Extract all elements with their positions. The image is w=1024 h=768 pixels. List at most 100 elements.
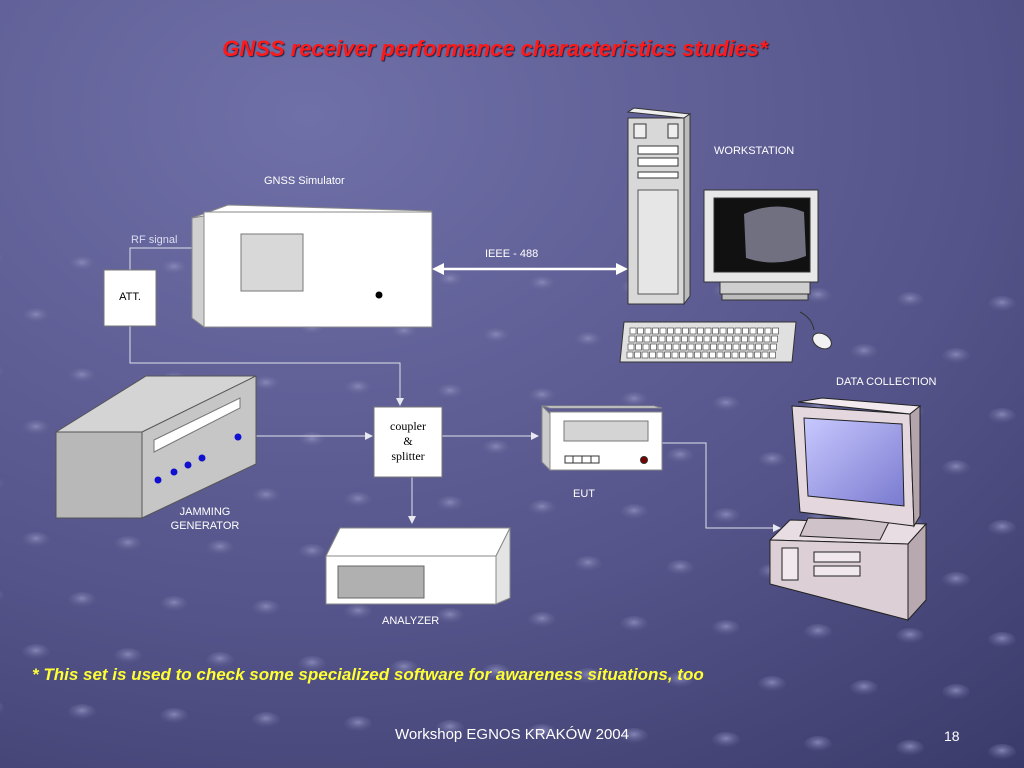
background-dot [68, 368, 96, 384]
keyboard-key [641, 351, 649, 359]
keyboard-key [626, 351, 634, 359]
keyboard-key [628, 335, 636, 343]
keyboard-key [696, 335, 703, 343]
keyboard-key [772, 327, 779, 335]
keyboard-key [643, 335, 651, 343]
background-dot [988, 408, 1016, 424]
keyboard-key [719, 327, 727, 335]
keyboard-key [656, 351, 664, 359]
keyboard-key [757, 327, 764, 335]
keyboard-key [695, 343, 702, 351]
keyboard-key [761, 351, 769, 359]
keyboard-key [702, 343, 710, 351]
keyboard-key [664, 351, 671, 359]
background-dot [160, 596, 188, 612]
keyboard-key [703, 335, 711, 343]
keyboard-key [667, 327, 674, 335]
att-label: ATT. [119, 291, 141, 303]
background-dot [252, 712, 280, 728]
background-dot [896, 740, 924, 756]
keyboard-key [769, 351, 776, 359]
background-dot [0, 366, 4, 378]
coupler-label-line2: & [403, 434, 413, 448]
keyboard-key [724, 351, 731, 359]
background-dot [988, 632, 1016, 648]
background-dot [344, 380, 372, 396]
keyboard-key [658, 335, 666, 343]
keyboard-key [694, 351, 701, 359]
keyboard-key [682, 327, 689, 335]
keyboard-key [746, 351, 754, 359]
background-dot [528, 388, 556, 404]
keyboard-key [725, 343, 732, 351]
background-dot [390, 324, 418, 340]
page-number: 18 [944, 728, 960, 744]
background-dot [850, 680, 878, 696]
keyboard-key [650, 343, 657, 351]
background-dot [942, 684, 970, 700]
ieee-488-link [432, 263, 628, 275]
background-dot [482, 664, 510, 680]
background-dot [712, 732, 740, 748]
keyboard-key [756, 335, 763, 343]
background-dot [22, 420, 50, 436]
keyboard-key [642, 343, 650, 351]
background-dot [804, 736, 832, 752]
background-dot [528, 612, 556, 628]
background-dot [0, 590, 4, 602]
keyboard-key [637, 327, 644, 335]
analyzer-label: ANALYZER [382, 615, 440, 627]
background-dot [482, 328, 510, 344]
jamming-generator-label: JAMMING GENERATOR [150, 505, 260, 533]
keyboard-key [697, 327, 704, 335]
keyboard-key [727, 327, 734, 335]
background-dot [68, 256, 96, 272]
keyboard-key [763, 335, 771, 343]
keyboard-key [762, 343, 770, 351]
keyboard-key [740, 343, 747, 351]
background-dot [482, 440, 510, 456]
background-dot [114, 536, 142, 552]
keyboard-key [635, 343, 642, 351]
background-dot [160, 260, 188, 276]
keyboard-key [634, 351, 641, 359]
background-dot [206, 540, 234, 556]
background-dot [206, 652, 234, 668]
keyboard-key [764, 327, 772, 335]
background-dot [436, 720, 464, 736]
background-dot [68, 704, 96, 720]
background-dot [528, 276, 556, 292]
background-dot [574, 332, 602, 348]
background-dot [988, 296, 1016, 312]
background-dot [528, 724, 556, 740]
background-dot [436, 272, 464, 288]
keyboard-key [755, 343, 762, 351]
background-dot [620, 504, 648, 520]
keyboard-key [681, 335, 688, 343]
keyboard-key [652, 327, 659, 335]
rf-signal-label: RF signal [131, 234, 178, 246]
coupler-label-line3: splitter [391, 449, 425, 463]
background-dot [666, 672, 694, 688]
background-dot [942, 348, 970, 364]
background-dot [712, 508, 740, 524]
background-dot [574, 556, 602, 572]
background-dot [22, 644, 50, 660]
background-dot-pattern [0, 254, 1016, 760]
keyboard-key [704, 327, 712, 335]
keyboard-key [688, 335, 696, 343]
footer-text: Workshop EGNOS KRAKÓW 2004 [395, 726, 629, 743]
keyboard-key [718, 335, 726, 343]
background-dot [390, 660, 418, 676]
keyboard-key [771, 335, 778, 343]
keyboard-key [679, 351, 686, 359]
background-dot [252, 376, 280, 392]
data-collection-computer-icon [768, 397, 928, 622]
background-dot [344, 604, 372, 620]
keyboard-key [636, 335, 643, 343]
background-dot [804, 624, 832, 640]
data-collection-label: DATA COLLECTION [836, 376, 937, 388]
eut-label: EUT [573, 488, 595, 500]
footnote: * This set is used to check some special… [32, 665, 704, 684]
